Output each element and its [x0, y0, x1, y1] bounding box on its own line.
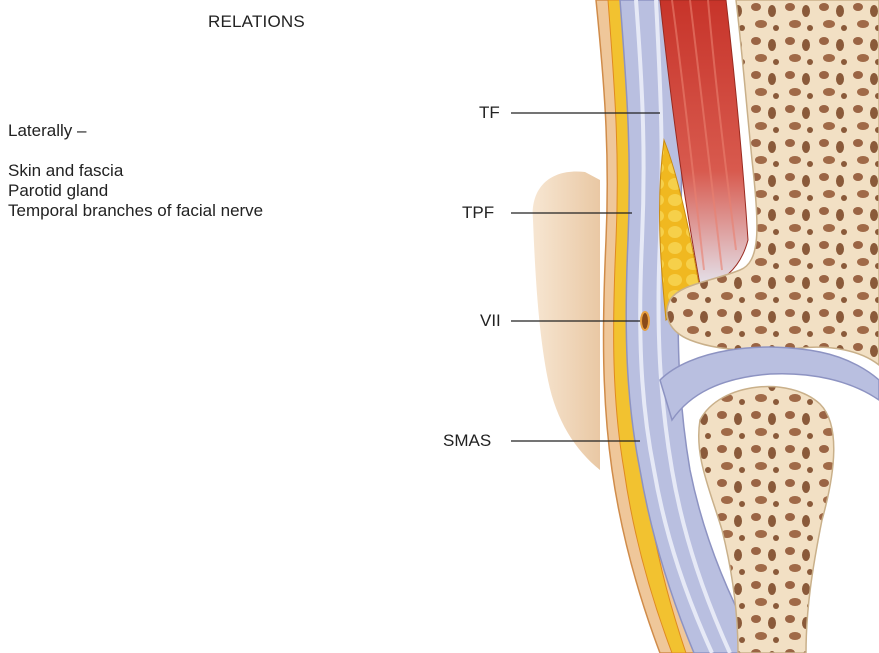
label-tf: TF — [479, 103, 500, 123]
label-tpf: TPF — [462, 203, 494, 223]
label-vii: VII — [480, 311, 501, 331]
facial-nerve-vii — [641, 312, 649, 330]
label-smas: SMAS — [443, 431, 491, 451]
